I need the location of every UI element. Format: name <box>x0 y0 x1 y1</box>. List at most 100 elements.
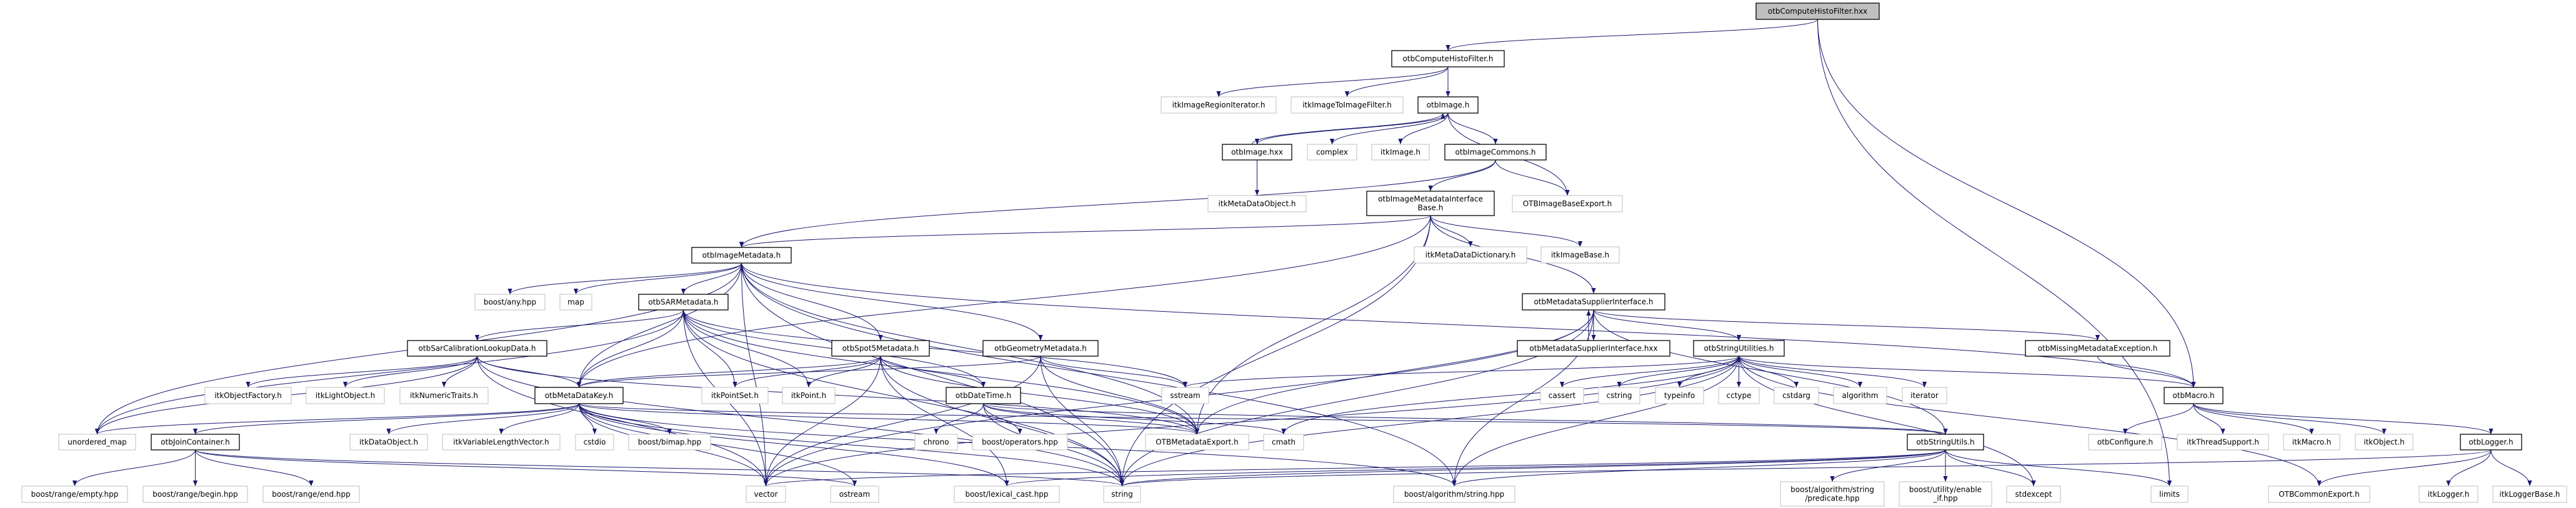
edge-otbcomputehistofilter-h-to-itkimageregioniterator-h <box>1216 66 1449 97</box>
node-box <box>2355 434 2414 451</box>
node-box[interactable] <box>1907 434 1984 451</box>
node-box <box>1145 434 1249 451</box>
edge-otbsarmetadata-h-to-otbmetadatakey-h <box>576 309 684 388</box>
node-otbjoincontainer-h[interactable]: otbJoinContainer.h <box>151 434 240 451</box>
node-box <box>1780 481 1885 507</box>
node-label: boost/range/empty.hpp <box>31 490 119 499</box>
node-box[interactable] <box>1517 340 1670 357</box>
node-box <box>914 434 958 451</box>
node-label: otbStringUtilities.h <box>1704 344 1774 353</box>
edge-otbimage-hxx-to-otbimage-h <box>1252 112 1445 145</box>
node-label: map <box>567 298 584 307</box>
edge-otblogger-h-to-itkloggerbase-h <box>2490 449 2532 487</box>
node-label: itkVariableLengthVector.h <box>453 438 549 447</box>
node-box <box>204 387 292 404</box>
edge-otbimagemetadatainterfacebase-h-to-otbmetadataexport-h <box>1194 215 1431 435</box>
node-label: otbStringUtils.h <box>1916 438 1974 447</box>
node-label: cctype <box>1726 391 1751 400</box>
edge-otbstringutilities-h-to-algorithm <box>1739 356 1863 388</box>
node-label: itkMetaDataDictionary.h <box>1425 251 1516 259</box>
node-otbsarcalibrationlookupdata-h[interactable]: otbSarCalibrationLookupData.h <box>407 340 547 357</box>
node-otbmetadatasupplierinterface-h[interactable]: otbMetadataSupplierInterface.h <box>1522 293 1665 311</box>
node-box[interactable] <box>1391 50 1505 67</box>
node-box[interactable] <box>151 434 240 451</box>
node-label: otbSpot5Metadata.h <box>842 344 919 353</box>
node-box[interactable] <box>407 340 547 357</box>
node-label: cstdarg <box>1782 391 1810 400</box>
edge-otbsarmetadata-h-to-string <box>683 309 1125 487</box>
node-box[interactable] <box>831 340 930 357</box>
node-box[interactable] <box>2460 434 2522 451</box>
node-box[interactable] <box>1366 191 1495 216</box>
node-stdexcept: stdexcept <box>2006 486 2061 503</box>
node-otbimagemetadata-h[interactable]: otbImageMetadata.h <box>691 247 792 264</box>
edge-otbimagecommons-h-to-otbimagebaseexport-h <box>1495 159 1570 196</box>
node-otbstringutils-h[interactable]: otbStringUtils.h <box>1907 434 1984 451</box>
node-boost-range-empty-hpp: boost/range/empty.hpp <box>21 486 128 503</box>
node-box[interactable] <box>2025 340 2170 357</box>
node-box[interactable] <box>1693 340 1785 357</box>
node-box <box>2006 486 2061 503</box>
node-otbimagecommons-h[interactable]: otbImageCommons.h <box>1444 144 1547 161</box>
edge-otbgeometrymetadata-h-to-vector <box>763 356 1041 487</box>
node-otbimagebaseexport-h: OTBImageBaseExport.h <box>1512 195 1623 212</box>
node-box[interactable] <box>1222 144 1292 161</box>
node-otbcomputehistofilter-h[interactable]: otbComputeHistoFilter.h <box>1391 50 1505 67</box>
edge-otbdatetime-h-to-otbstringutils-h <box>983 403 1948 435</box>
node-otbspot5metadata-h[interactable]: otbSpot5Metadata.h <box>831 340 930 357</box>
edge-otbstringutilities-h-to-vector <box>764 356 1739 487</box>
node-box <box>1774 387 1819 404</box>
node-ostream: ostream <box>830 486 879 503</box>
node-otbimage-h[interactable]: otbImage.h <box>1417 96 1479 114</box>
node-box[interactable] <box>534 387 624 404</box>
node-label: boost/any.hpp <box>484 298 536 307</box>
node-label: otbComputeHistoFilter.hxx <box>1768 7 1867 16</box>
node-label: itkObject.h <box>2364 438 2405 447</box>
node-box[interactable] <box>946 387 1021 404</box>
node-otbmissingmetadataexception-h[interactable]: otbMissingMetadataException.h <box>2025 340 2170 357</box>
edge-otbcomputehistofilter-hxx-to-otbmacro-h <box>1817 19 2196 388</box>
edge-otbmetadatakey-h-to-ostream <box>579 403 857 487</box>
node-label: otbMetadataSupplierInterface.h <box>1534 297 1653 306</box>
node-otbimage-hxx[interactable]: otbImage.hxx <box>1222 144 1292 161</box>
node-itkdataobject-h: itkDataObject.h <box>349 434 428 451</box>
node-box <box>21 486 128 503</box>
node-otblogger-h[interactable]: otbLogger.h <box>2460 434 2522 451</box>
node-otbcomputehistofilter-hxx[interactable]: otbComputeHistoFilter.hxx <box>1755 2 1880 20</box>
node-itknumerictraits-h: itkNumericTraits.h <box>399 387 489 404</box>
node-otbsarmetadata-h[interactable]: otbSARMetadata.h <box>638 294 729 311</box>
node-box[interactable] <box>2164 387 2224 404</box>
node-box <box>1103 486 1141 503</box>
edge-otbmacro-h-to-itkobject-h <box>2193 403 2387 435</box>
node-chrono: chrono <box>914 434 958 451</box>
edge-otbsarmetadata-h-to-sstream <box>683 309 1187 388</box>
edge-otbmetadatasupplierinterface-h-to-otbstringutilities-h <box>1593 309 1742 341</box>
node-box[interactable] <box>1755 2 1880 20</box>
edge-otbjoincontainer-h-to-string <box>195 449 1124 487</box>
node-itkmetadataobject-h: itkMetaDataObject.h <box>1207 195 1307 212</box>
node-unordered-map: unordered_map <box>58 434 136 451</box>
edge-otbsarcalibrationlookupdata-h-to-itknumerictraits-h <box>441 356 477 388</box>
edge-otbimagemetadata-h-to-boost-any-hpp <box>507 262 742 295</box>
node-itklogger-h: itkLogger.h <box>2419 486 2479 503</box>
node-box[interactable] <box>691 247 792 264</box>
node-box[interactable] <box>638 294 729 311</box>
node-box[interactable] <box>1417 96 1479 114</box>
edge-otbspot5metadata-h-to-itkpoint-h <box>806 356 881 388</box>
node-otbmetadatasupplierinterface-hxx[interactable]: otbMetadataSupplierInterface.hxx <box>1517 340 1670 357</box>
node-box[interactable] <box>1444 144 1547 161</box>
node-box[interactable] <box>1522 293 1665 311</box>
edge-otbimagemetadata-h-to-otbspot5metadata-h <box>741 262 883 341</box>
node-label: otbImage.hxx <box>1231 148 1283 157</box>
edge-otbstringutilities-h-to-otbmacro-h <box>1739 356 2196 388</box>
node-box[interactable] <box>982 340 1099 357</box>
node-otbmacro-h[interactable]: otbMacro.h <box>2164 387 2224 404</box>
node-label: itkThreadSupport.h <box>2187 438 2259 447</box>
node-otbmetadatakey-h[interactable]: otbMetaDataKey.h <box>534 387 624 404</box>
node-otbdatetime-h[interactable]: otbDateTime.h <box>946 387 1021 404</box>
node-itkthreadsupport-h: itkThreadSupport.h <box>2177 434 2269 451</box>
node-otbstringutilities-h[interactable]: otbStringUtilities.h <box>1693 340 1785 357</box>
node-label: boost/range/begin.hpp <box>152 490 237 499</box>
node-otbgeometrymetadata-h[interactable]: otbGeometryMetadata.h <box>982 340 1099 357</box>
